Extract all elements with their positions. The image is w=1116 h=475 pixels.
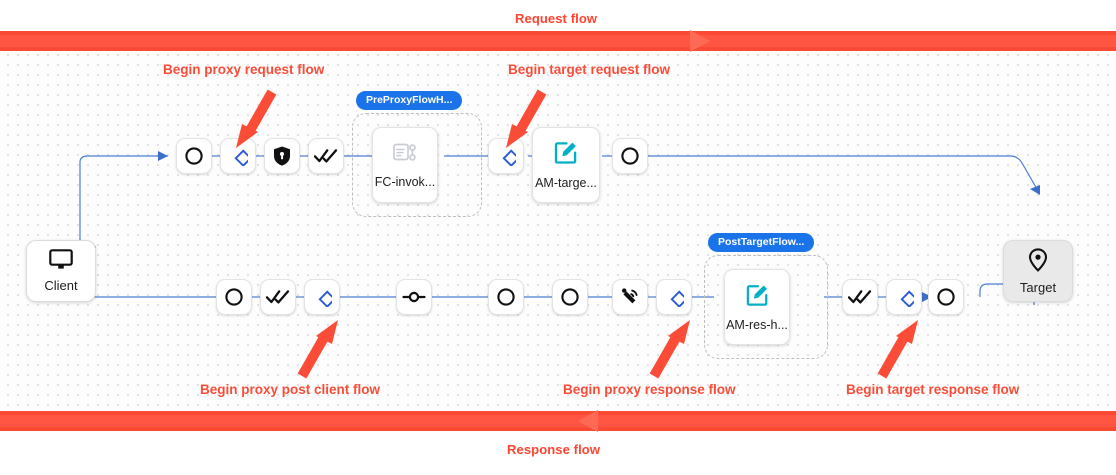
bar-highlight-top <box>0 411 1116 415</box>
diamond-icon <box>496 146 516 166</box>
request-flow-label: Request flow <box>515 11 598 26</box>
bar-highlight-bottom <box>0 427 1116 431</box>
double-check-icon <box>314 147 338 165</box>
card-label-am-target: AM-targe... <box>535 176 597 190</box>
node-circle-p1[interactable] <box>216 279 252 315</box>
monitor-icon <box>49 249 73 273</box>
flow-canvas[interactable]: PreProxyFlowH... FC-invok... AM-targe... <box>0 47 1116 410</box>
endpoint-label-target: Target <box>1019 279 1057 295</box>
request-flow-arrow-icon <box>690 30 710 52</box>
circle-icon <box>184 146 204 166</box>
double-check-icon <box>266 288 290 306</box>
node-shield-lock-r3[interactable] <box>264 138 300 174</box>
response-flow-bar <box>0 410 1116 432</box>
arrowhead-to-target <box>1030 185 1040 195</box>
double-check-icon <box>848 288 872 306</box>
annotation-begin-target-request-flow: Begin target request flow <box>508 62 671 77</box>
circle-icon <box>560 287 580 307</box>
group-chip-preproxy[interactable]: PreProxyFlowH... <box>356 91 463 111</box>
node-circle-r1[interactable] <box>176 138 212 174</box>
node-double-check-r4[interactable] <box>308 138 344 174</box>
annotation-arrow-4-icon <box>649 320 690 379</box>
annotation-arrow-2-icon <box>506 89 547 148</box>
diamond-icon <box>228 146 248 166</box>
endpoint-target[interactable]: Target <box>1003 240 1073 302</box>
node-circle-p5[interactable] <box>488 279 524 315</box>
card-label-fc-invoke: FC-invok... <box>374 175 436 189</box>
bar-highlight-top <box>0 31 1116 35</box>
node-double-check-p9[interactable] <box>842 279 878 315</box>
node-broadcast-p7[interactable] <box>612 279 648 315</box>
node-diamond-p3[interactable] <box>304 279 340 315</box>
node-diamond-p8[interactable] <box>656 279 692 315</box>
annotation-begin-proxy-post-client-flow: Begin proxy post client flow <box>200 382 381 397</box>
shield-lock-icon <box>272 145 292 167</box>
node-circle-p6[interactable] <box>552 279 588 315</box>
response-flow-label: Response flow <box>507 442 601 457</box>
response-flow-arrow-icon <box>578 410 598 432</box>
annotation-arrow-3-icon <box>297 320 338 379</box>
group-chip-posttarget[interactable]: PostTargetFlow... <box>708 233 815 253</box>
arrowhead-to-proxy <box>158 151 168 161</box>
node-connector-p4[interactable] <box>396 279 432 315</box>
circle-icon <box>224 287 244 307</box>
annotation-begin-proxy-request-flow: Begin proxy request flow <box>163 62 325 77</box>
card-fc-invoke[interactable]: FC-invok... <box>372 127 446 211</box>
edit-square-icon <box>745 283 770 311</box>
arrowhead-from-target <box>922 292 932 302</box>
node-circle-p11[interactable] <box>928 279 964 315</box>
request-flow-bar <box>0 30 1116 52</box>
node-diamond-p10[interactable] <box>886 279 922 315</box>
circle-icon <box>496 287 516 307</box>
diamond-icon <box>664 287 684 307</box>
circle-icon <box>620 146 640 166</box>
broadcast-icon <box>619 286 641 308</box>
node-double-check-p2[interactable] <box>260 279 296 315</box>
diamond-icon <box>894 287 914 307</box>
flow-callout-icon <box>392 141 418 168</box>
card-label-am-res-h: AM-res-h... <box>726 317 788 332</box>
annotation-arrow-5-icon <box>877 320 918 379</box>
map-pin-icon <box>1028 247 1048 275</box>
diamond-icon <box>312 287 332 307</box>
annotation-begin-target-response-flow: Begin target response flow <box>846 382 1020 397</box>
bar-highlight-bottom <box>0 47 1116 51</box>
card-am-target[interactable]: AM-targe... <box>532 127 600 203</box>
card-am-res-h[interactable]: AM-res-h... <box>724 269 798 353</box>
endpoint-client[interactable]: Client <box>26 240 96 302</box>
group-preproxy-flow[interactable] <box>352 113 482 217</box>
node-diamond-r5[interactable] <box>488 138 524 174</box>
circle-icon <box>936 287 956 307</box>
node-circle-r6[interactable] <box>612 138 648 174</box>
endpoint-label-client: Client <box>44 278 78 293</box>
connector-icon <box>402 289 426 305</box>
annotation-arrow-1-icon <box>236 89 277 148</box>
edit-square-icon <box>553 140 579 169</box>
group-posttarget-flow[interactable] <box>704 255 828 359</box>
annotation-begin-proxy-response-flow: Begin proxy response flow <box>563 382 736 397</box>
